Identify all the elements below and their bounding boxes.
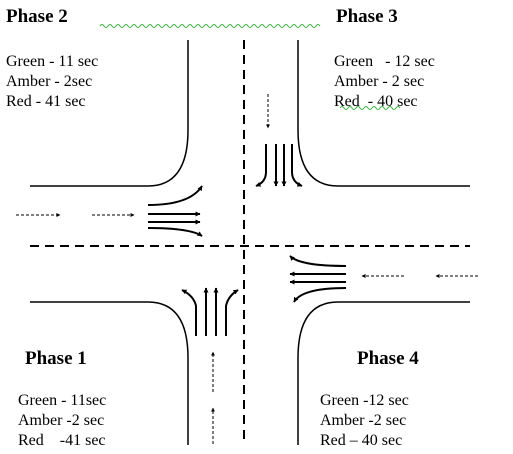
phase4-red: Red – 40 sec (320, 432, 403, 449)
phase4-movement-arrows (289, 255, 347, 303)
phase3-amber: Amber - 2 sec (334, 73, 425, 90)
phase2-movement-arrows (147, 185, 203, 237)
kerb-lines (30, 40, 470, 445)
phase1-red: Red -41 sec (18, 432, 106, 449)
phase4-amber: Amber -2 sec (320, 412, 407, 429)
phase1-amber: Amber -2 sec (18, 412, 105, 429)
phase3-movement-arrows (255, 144, 303, 187)
phase2-title: Phase 2 (6, 6, 68, 27)
phase4-green: Green -12 sec (320, 392, 409, 409)
phase1-green: Green - 11sec (18, 392, 107, 409)
spellcheck-underline-red3 (339, 106, 401, 110)
phase3-green: Green - 12 sec (334, 53, 435, 70)
phase4-title: Phase 4 (357, 348, 419, 369)
phase2-amber: Amber - 2sec (6, 73, 93, 90)
phase1-title: Phase 1 (25, 348, 87, 369)
phase2-green: Green - 11 sec (6, 53, 99, 70)
phase1-movement-arrows (181, 287, 239, 336)
spellcheck-underline-phase2 (99, 24, 321, 28)
lane-dividers (30, 40, 470, 445)
phase3-red: Red - 40 sec (334, 93, 418, 110)
phase3-title: Phase 3 (336, 6, 398, 27)
phase2-red: Red - 41 sec (6, 93, 86, 110)
